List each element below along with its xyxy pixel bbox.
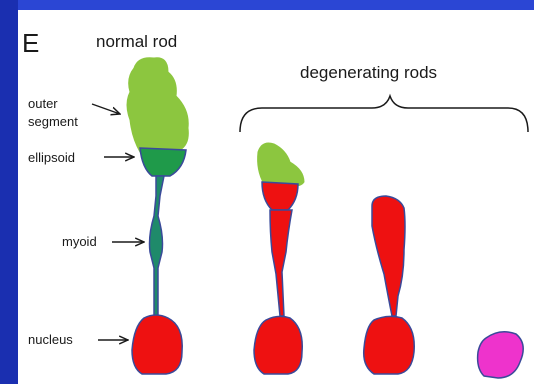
panel-letter: E xyxy=(22,28,39,58)
nucleus-label: nucleus xyxy=(28,332,73,347)
outer-segment xyxy=(127,58,188,152)
myoid-remnant xyxy=(270,210,292,316)
outer-segment-remnant xyxy=(258,143,304,187)
ellipsoid-remnant xyxy=(262,182,298,210)
degenerating-rods-title: degenerating rods xyxy=(300,63,437,82)
degenerating-rod-1 xyxy=(254,143,304,374)
degenerating-brace xyxy=(240,96,528,132)
degenerated-nucleus xyxy=(478,332,524,378)
degenerating-rod-2 xyxy=(364,196,415,374)
myoid-label: myoid xyxy=(62,234,97,249)
nucleus xyxy=(254,316,302,374)
outer-segment-label-line1: outer xyxy=(28,96,58,111)
normal-rod xyxy=(127,58,188,374)
nucleus xyxy=(132,315,182,374)
outer-segment-label-line2: segment xyxy=(28,114,78,129)
normal-rod-title: normal rod xyxy=(96,32,177,51)
myoid xyxy=(150,176,165,316)
ellipsoid-label: ellipsoid xyxy=(28,150,75,165)
outer-segment-arrow xyxy=(92,104,120,114)
inner-segment-remnant xyxy=(372,196,405,316)
ellipsoid xyxy=(140,148,186,176)
nucleus xyxy=(364,316,415,374)
